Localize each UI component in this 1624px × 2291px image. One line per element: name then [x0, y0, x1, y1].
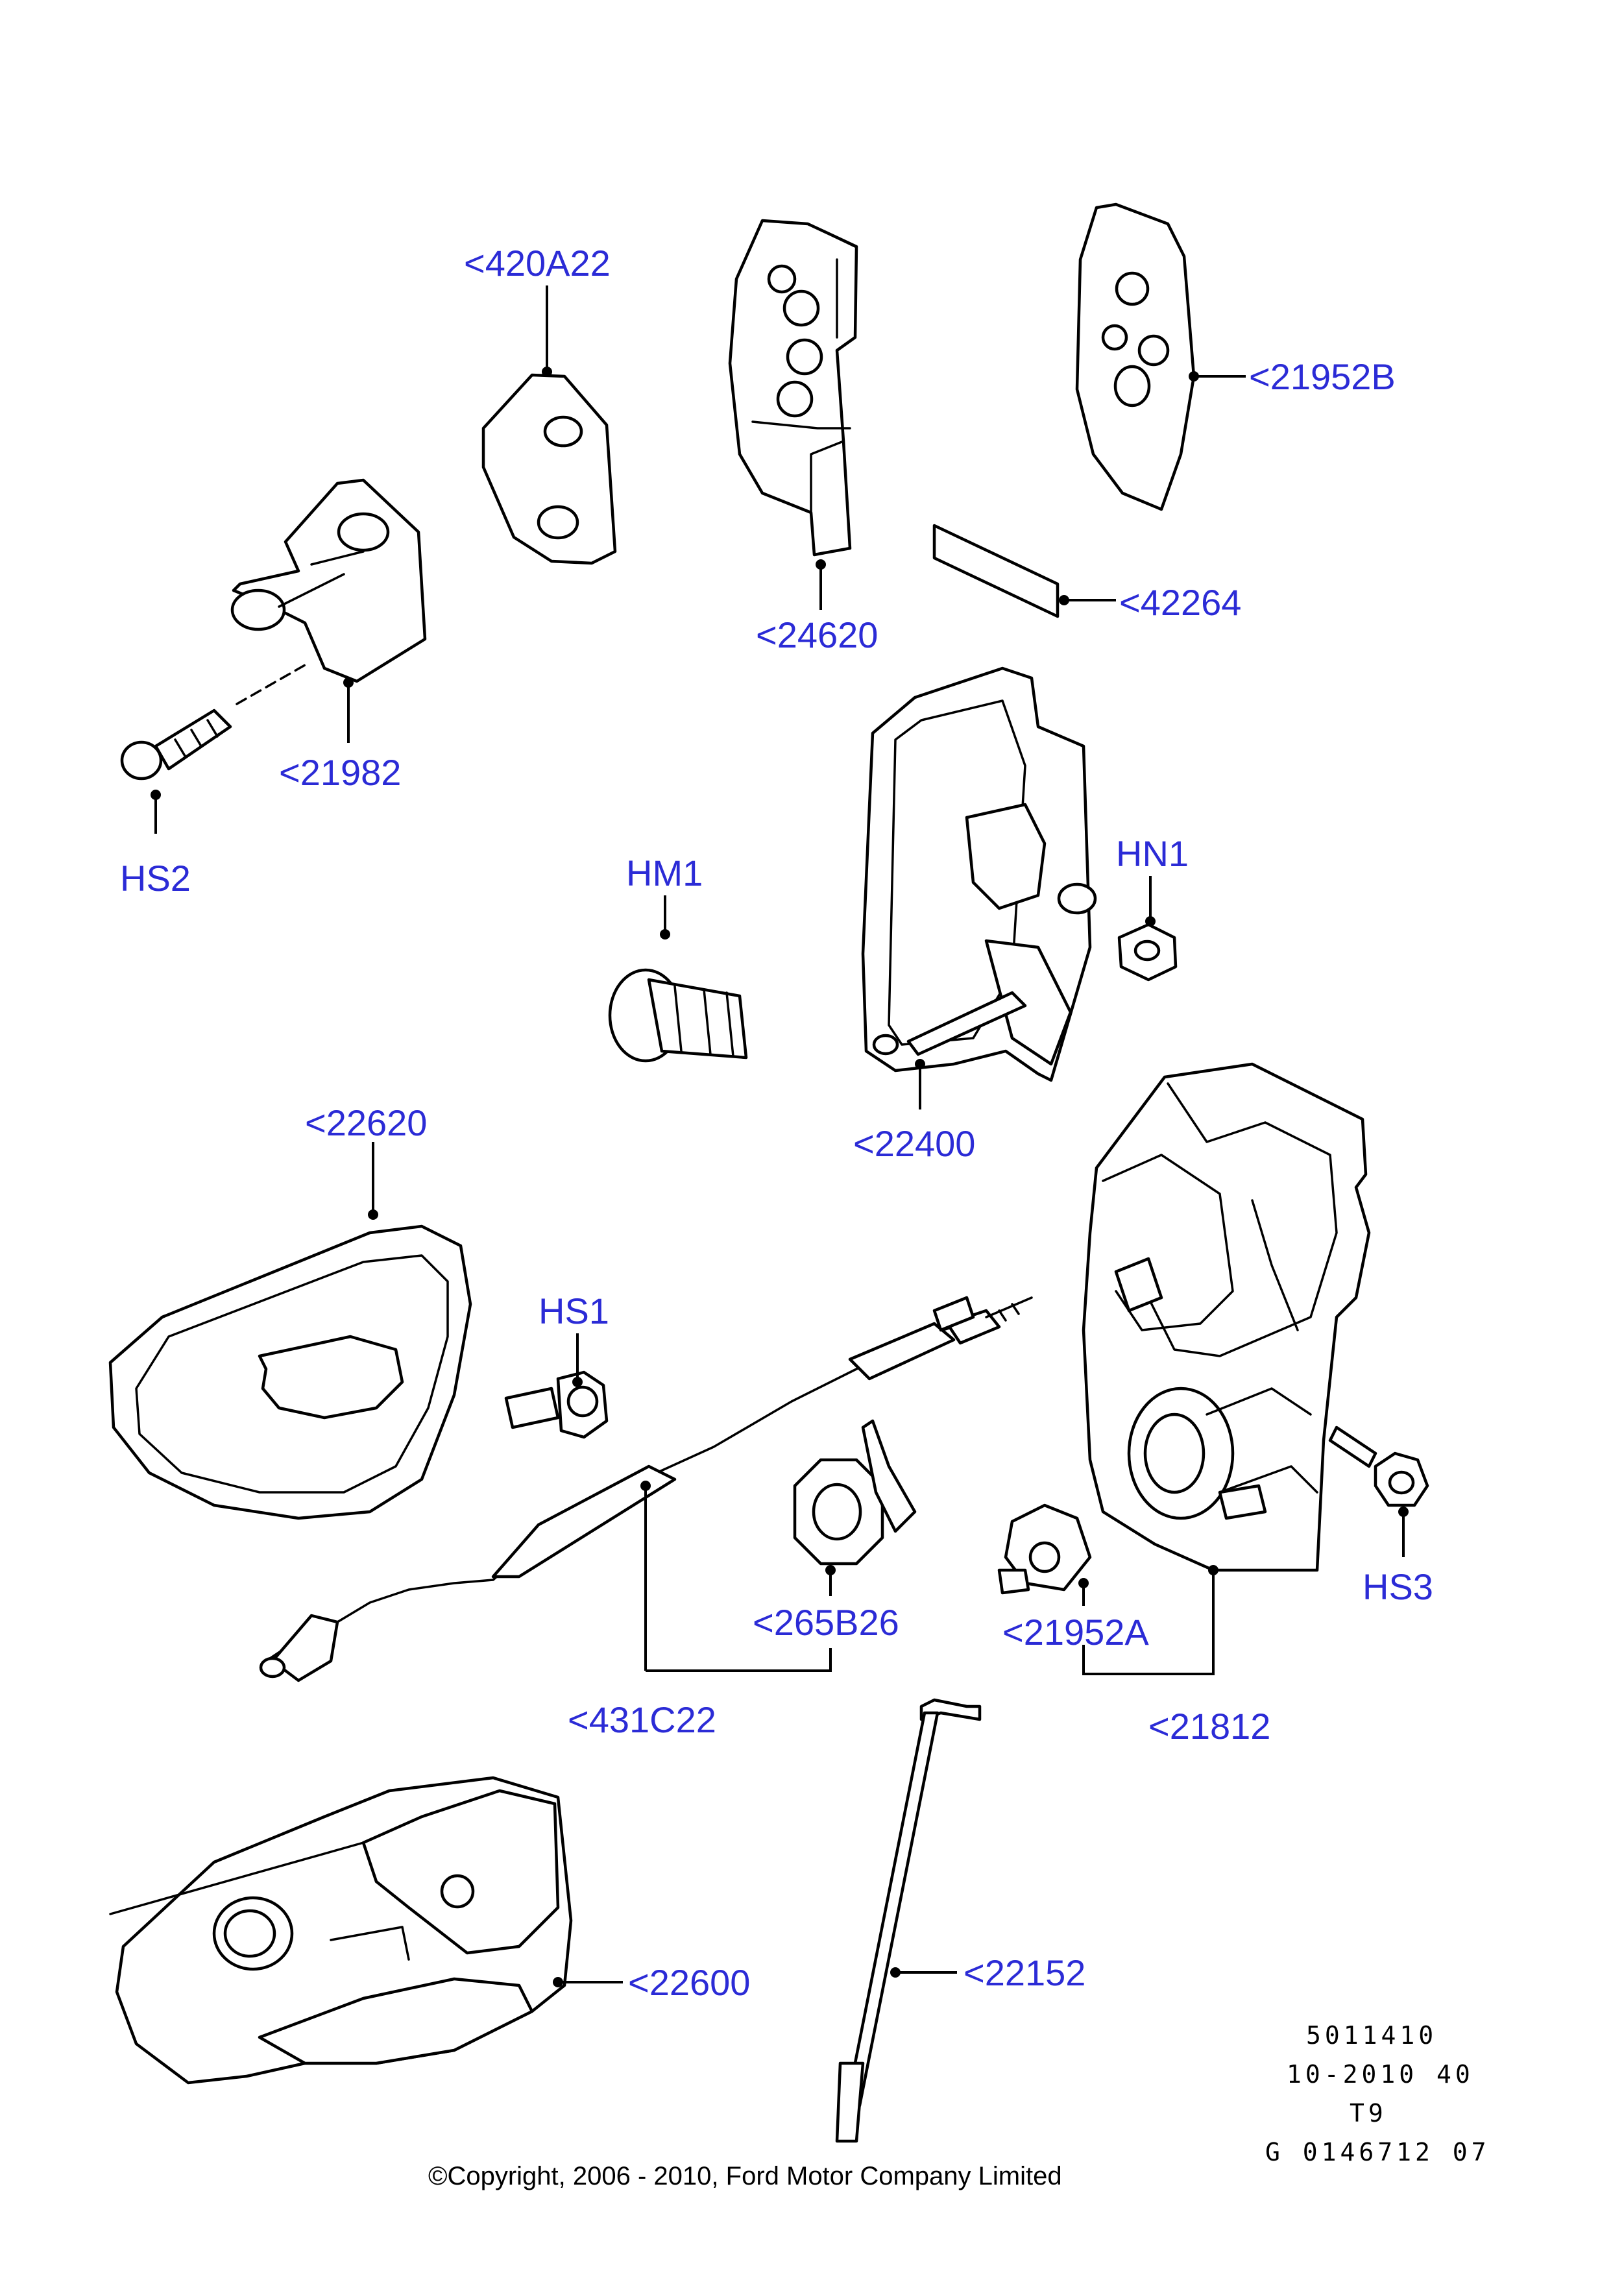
callout-22620[interactable]: <22620 [305, 1102, 427, 1143]
copyright-notice: ©Copyright, 2006 - 2010, Ford Motor Comp… [428, 2162, 1062, 2190]
callout-hn1[interactable]: HN1 [1116, 833, 1189, 874]
part-rod-22152 [835, 1698, 982, 2143]
callout-21812[interactable]: <21812 [1148, 1706, 1270, 1747]
diagram-id-line1: 5011410 [1306, 2021, 1437, 2050]
diagram-id-line3: T9 [1350, 2099, 1387, 2127]
part-actuator-21952a [997, 1503, 1092, 1595]
callout-24620[interactable]: <24620 [756, 614, 878, 655]
part-strip-42264 [932, 524, 1060, 618]
part-gasket-21952b [1075, 202, 1196, 511]
callout-hs2[interactable]: HS2 [120, 858, 191, 899]
part-cable-431c22 [259, 1296, 1033, 1682]
callout-22400[interactable]: <22400 [853, 1123, 975, 1164]
part-clip-265b26 [793, 1419, 917, 1566]
diagram-id-line2: 10-2010 40 [1287, 2060, 1474, 2089]
part-outer-handle-22600 [109, 1776, 573, 2085]
part-screw-hs3 [1328, 1425, 1429, 1507]
part-bracket-24620 [728, 219, 858, 557]
callout-22152[interactable]: <22152 [963, 1952, 1085, 1993]
callout-420a22[interactable]: <420A22 [464, 243, 611, 284]
part-inner-handle-22400 [861, 666, 1097, 1082]
part-screw-hs1 [504, 1370, 609, 1439]
part-screw-hs2 [120, 664, 306, 781]
callout-21952b[interactable]: <21952B [1249, 356, 1396, 397]
part-plate-420a22 [481, 373, 617, 565]
callout-22600[interactable]: <22600 [628, 1962, 750, 2003]
leaders [151, 285, 1409, 1987]
callout-hs3[interactable]: HS3 [1363, 1566, 1433, 1607]
callout-42264[interactable]: <42264 [1119, 582, 1241, 623]
part-bezel-22620 [108, 1224, 472, 1520]
callout-hs1[interactable]: HS1 [539, 1291, 609, 1331]
diagram-id-line4: G 0146712 07 [1265, 2138, 1490, 2166]
callout-431c22[interactable]: <431C22 [568, 1699, 716, 1740]
callout-21982[interactable]: <21982 [279, 752, 401, 793]
part-striker-21982 [230, 478, 427, 683]
part-clip-hm1 [608, 968, 748, 1063]
callout-265b26[interactable]: <265B26 [753, 1602, 899, 1643]
part-nut-hn1 [1117, 923, 1178, 982]
part-latch-21812 [1082, 1062, 1371, 1572]
callout-21952a[interactable]: <21952A [1002, 1612, 1149, 1653]
callout-hm1[interactable]: HM1 [626, 853, 703, 893]
